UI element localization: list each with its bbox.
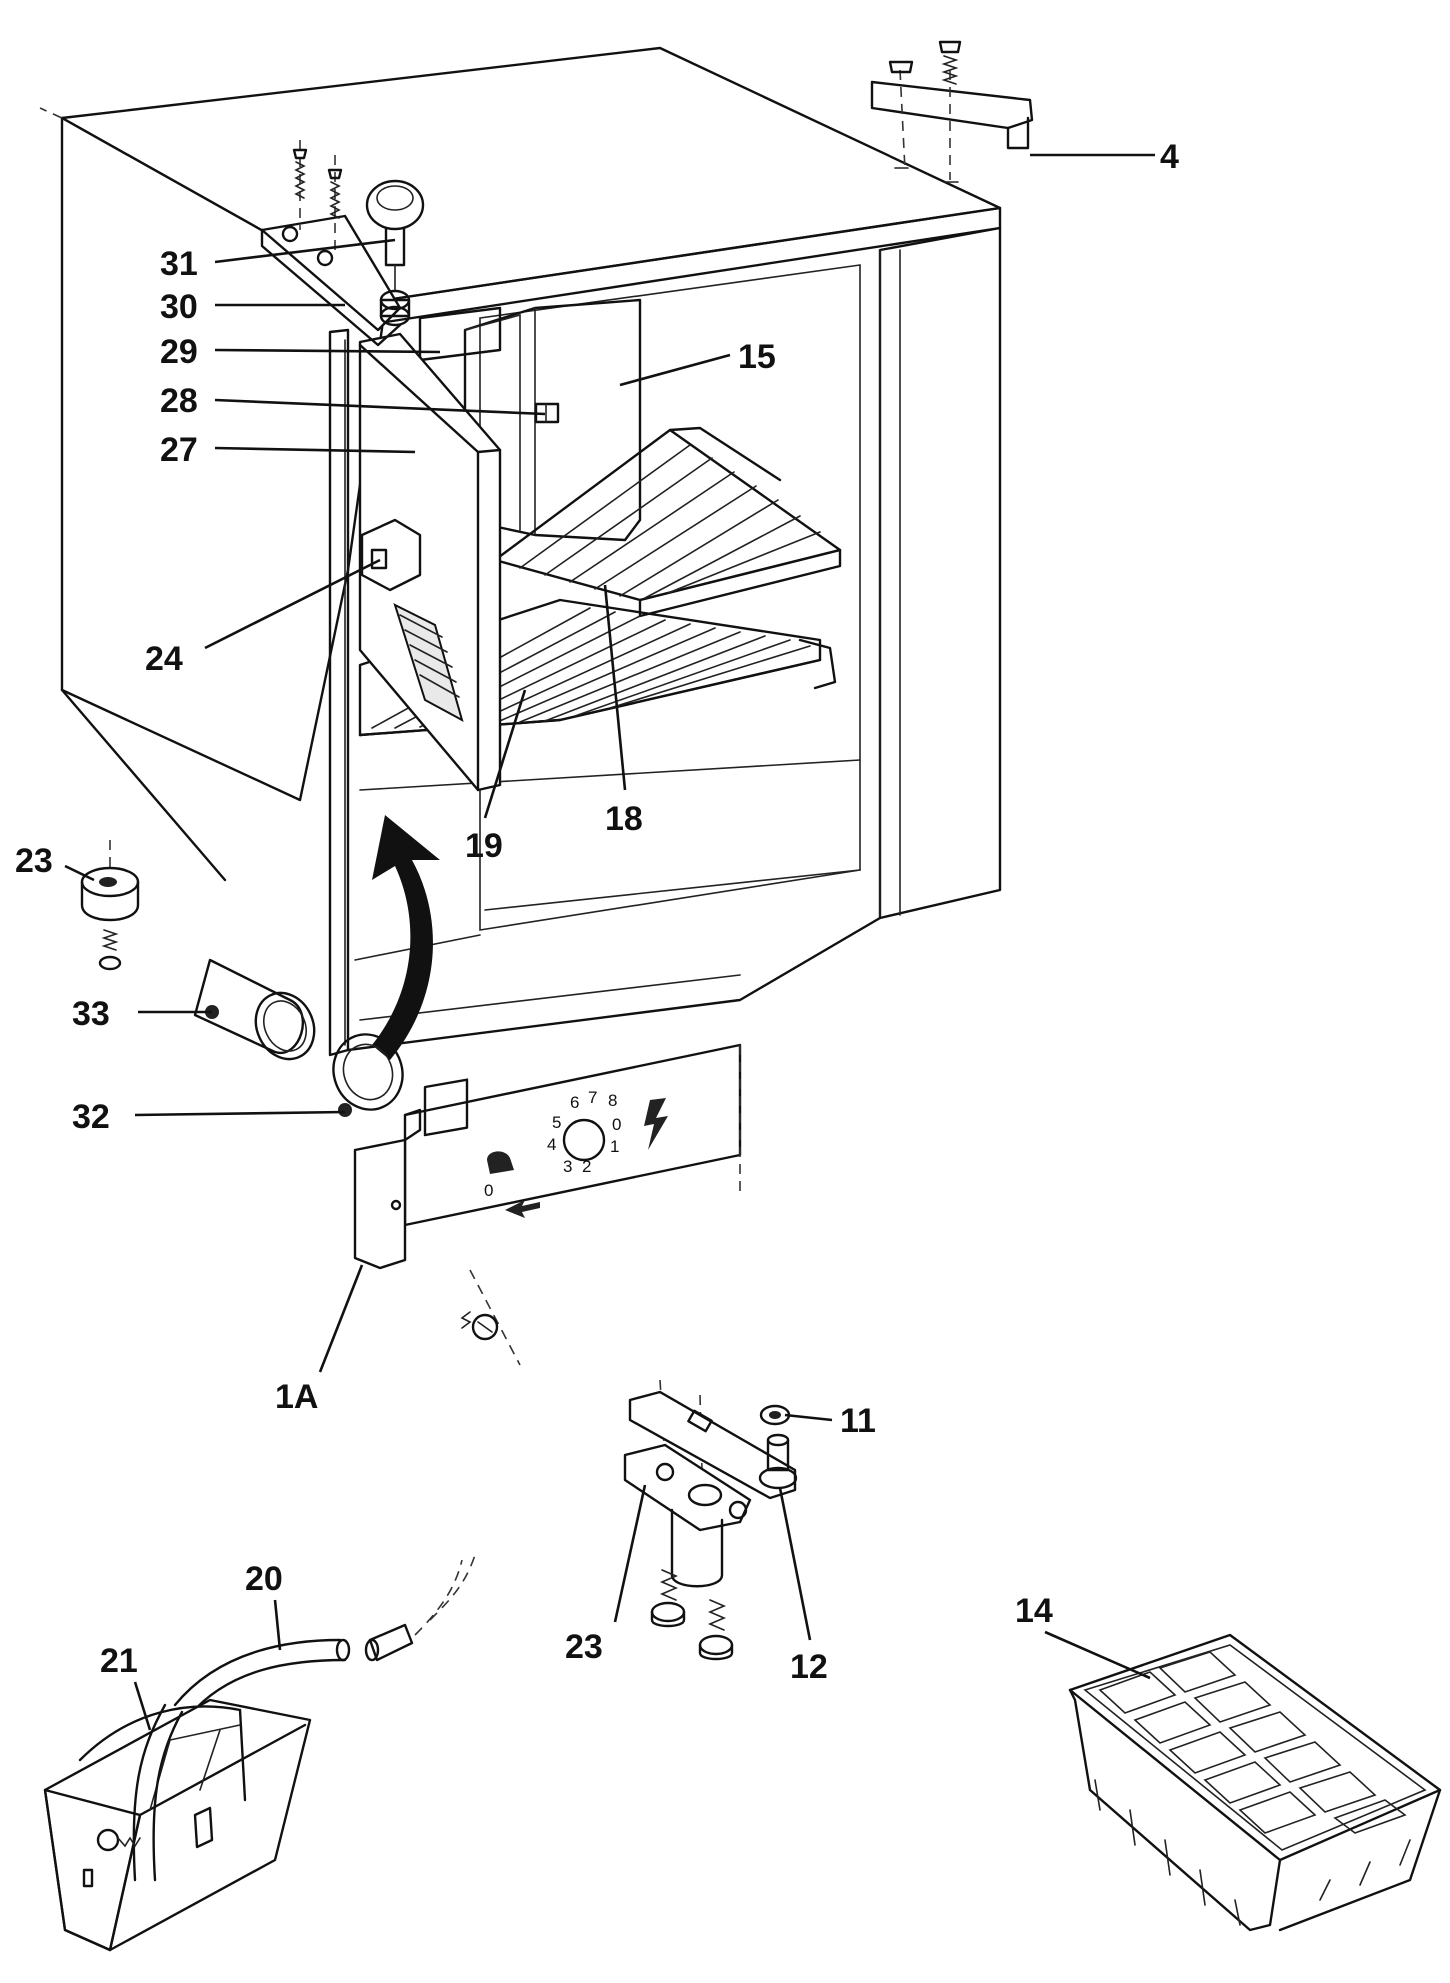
drain-hose <box>173 1554 476 1717</box>
part-label-31: 31 <box>160 245 198 283</box>
part-label-11: 11 <box>840 1402 876 1440</box>
leader-11 <box>784 1413 833 1422</box>
part-label-28: 28 <box>160 382 198 420</box>
part-label-14: 14 <box>1015 1592 1053 1630</box>
part-label-23-left: 23 <box>15 842 53 880</box>
ice-tray <box>1068 1633 1442 1932</box>
leader-29 <box>214 348 441 354</box>
part-label-1a: 1A <box>275 1378 318 1416</box>
lightning-icon <box>644 1098 668 1150</box>
top-right-hinge <box>870 40 1034 183</box>
dial-number-5: 5 <box>552 1113 561 1132</box>
drain-cap-32 <box>205 1005 404 1117</box>
leader-14 <box>1044 1630 1151 1680</box>
upper-shelf <box>493 426 842 618</box>
part-label-29: 29 <box>160 333 198 371</box>
leader-18 <box>603 584 627 791</box>
leader-23-left <box>64 864 95 882</box>
top-hinge <box>260 140 425 347</box>
control-panel: 6 7 8 5 0 4 1 3 2 0 <box>353 1043 742 1366</box>
switch-off-mark: 0 <box>484 1181 493 1200</box>
part-label-18: 18 <box>605 800 643 838</box>
dial-number-6: 6 <box>570 1093 579 1112</box>
dial-number-1: 1 <box>610 1137 619 1156</box>
leader-15 <box>619 353 731 387</box>
leader-19 <box>483 689 527 819</box>
foot-23-left <box>80 840 140 922</box>
part-label-33: 33 <box>72 995 110 1033</box>
dial-number-4: 4 <box>547 1135 556 1154</box>
part-label-23-right: 23 <box>565 1628 603 1666</box>
leader-12 <box>778 1487 812 1641</box>
leader-1a <box>318 1264 364 1373</box>
part-label-21: 21 <box>100 1642 138 1680</box>
leader-27 <box>214 446 416 454</box>
part-label-30: 30 <box>160 288 198 326</box>
part-label-4: 4 <box>1160 138 1179 176</box>
part-label-19: 19 <box>465 827 503 865</box>
foot-screw-right <box>698 1599 734 1661</box>
dial-number-2: 2 <box>582 1157 591 1176</box>
cabinet-body <box>39 46 1002 1057</box>
water-container <box>43 1698 312 1952</box>
dial-numbers: 6 7 8 5 0 4 1 3 2 0 <box>484 1088 621 1200</box>
part-label-20: 20 <box>245 1560 283 1598</box>
plug-icon <box>505 1200 540 1218</box>
part-label-12: 12 <box>790 1648 828 1686</box>
panel-screw <box>460 1311 499 1341</box>
leader-32 <box>134 1110 346 1117</box>
part-labels: 4 31 30 29 28 27 15 24 18 19 23 33 32 1A… <box>15 138 1179 1686</box>
part-label-27: 27 <box>160 431 198 469</box>
part-label-15: 15 <box>738 338 776 376</box>
dial-number-7: 7 <box>588 1088 597 1107</box>
dial-number-0: 0 <box>612 1115 621 1134</box>
hinge-screw-right <box>327 155 343 252</box>
foot-screw-left <box>650 1569 686 1628</box>
rotate-arrow <box>372 815 440 1060</box>
gas-icon <box>487 1151 514 1174</box>
part-label-24: 24 <box>145 640 183 678</box>
screw-33 <box>98 929 122 971</box>
leader-31 <box>214 238 396 264</box>
lower-hinge-assembly <box>623 1379 798 1661</box>
drain-tube-33 <box>193 958 316 1061</box>
leader-20 <box>273 1599 282 1651</box>
leader-23-right <box>613 1484 647 1623</box>
dial-number-3: 3 <box>563 1157 572 1176</box>
leader-24 <box>204 558 381 650</box>
freezer-door <box>358 332 502 792</box>
leader-lines <box>64 153 1155 1731</box>
leader-28 <box>214 398 546 416</box>
hinge-screw-left <box>292 140 308 230</box>
leader-21 <box>133 1681 152 1731</box>
part-label-32: 32 <box>72 1098 110 1136</box>
dial-number-8: 8 <box>608 1091 617 1110</box>
